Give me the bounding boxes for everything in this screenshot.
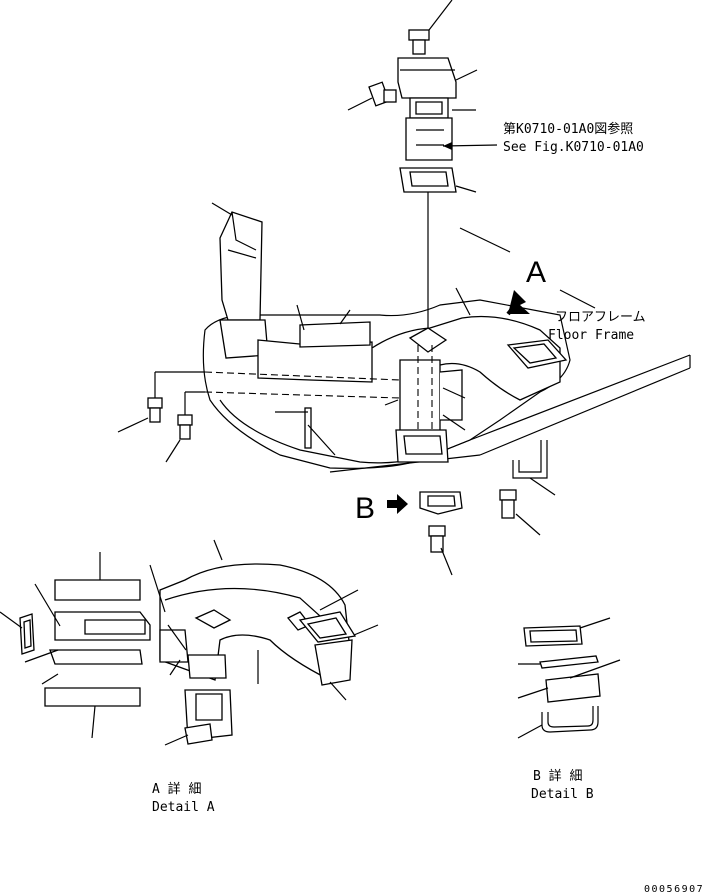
detail-b-label-jp: B 詳 細 xyxy=(533,768,582,784)
hidden-lines xyxy=(204,345,433,430)
floor-frame-label-jp: フロアフレーム xyxy=(555,310,646,325)
floor-bolts-left xyxy=(117,371,205,463)
reference-text-jp: 第K0710-01A0図参照 xyxy=(503,121,633,137)
floor-clip xyxy=(275,407,336,456)
view-b-marker: B xyxy=(355,492,375,525)
right-bracket xyxy=(499,440,556,536)
view-b-callout xyxy=(387,491,463,576)
floor-frame xyxy=(202,299,691,473)
drawing-number: 00056907 xyxy=(644,884,704,895)
top-duct-assembly xyxy=(347,0,498,345)
detail-a-label-en: Detail A xyxy=(152,800,215,815)
detail-b-drawing xyxy=(517,617,621,739)
top-cover-bracket xyxy=(397,57,478,99)
top-bolt xyxy=(408,0,453,55)
detail-a-label-jp: A 詳 細 xyxy=(152,781,201,797)
left-vertical-duct xyxy=(211,202,269,359)
floor-ducts xyxy=(257,227,568,463)
view-a-callout xyxy=(506,289,596,316)
detail-b-label-en: Detail B xyxy=(531,787,594,802)
floor-frame-label-en: Floor Frame xyxy=(548,328,634,343)
side-bolt xyxy=(347,81,397,111)
upper-duct-piece xyxy=(405,97,476,161)
reference-text-en: See Fig.K0710-01A0 xyxy=(503,140,644,155)
view-a-marker: A xyxy=(526,256,546,289)
lower-duct-adaptor xyxy=(399,167,477,193)
detail-a-drawing xyxy=(0,539,379,746)
